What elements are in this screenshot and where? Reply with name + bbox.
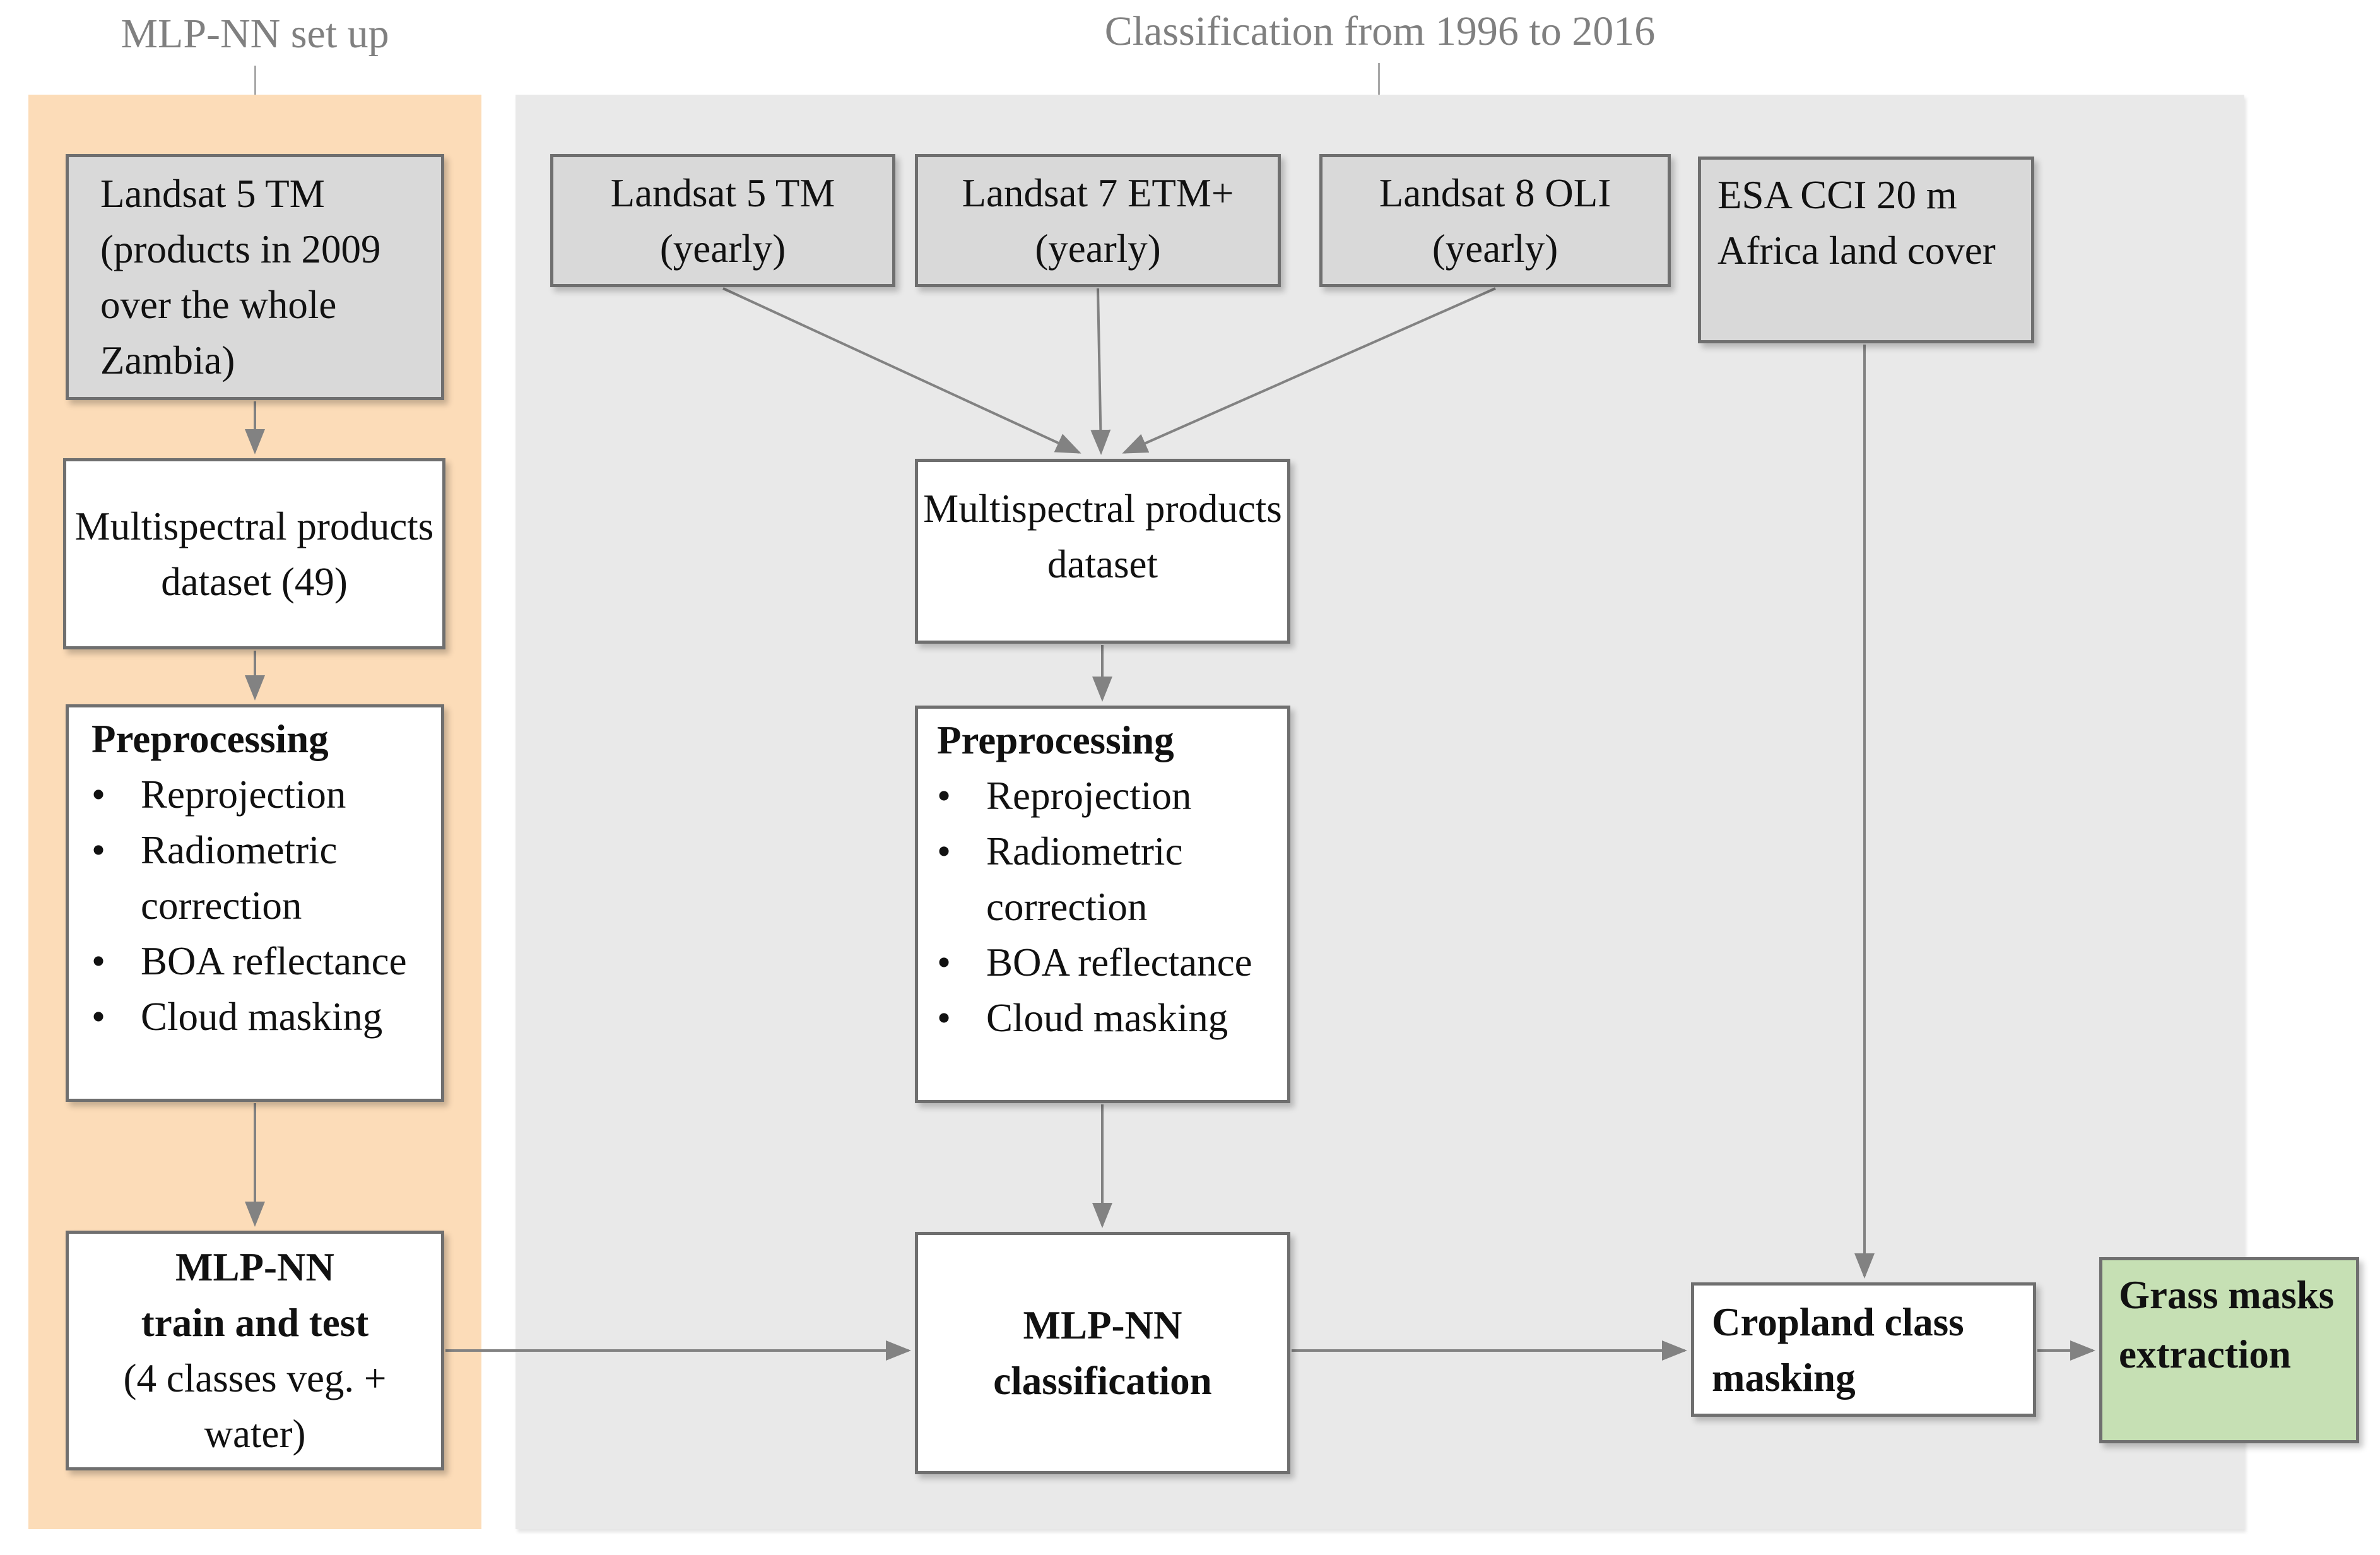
list-item-label: Cloud masking bbox=[141, 995, 383, 1039]
bullet-icon: • bbox=[937, 996, 951, 1040]
list-item-label: Radiometric correction bbox=[141, 828, 338, 928]
list-item: • Radiometric correction bbox=[91, 822, 435, 933]
list-item: • Cloud masking bbox=[937, 990, 1281, 1046]
preprocessing-title: Preprocessing bbox=[937, 718, 1174, 762]
list-item: • Radiometric correction bbox=[937, 824, 1281, 935]
node-mlp-nn-train-test: MLP-NN train and test (4 classes veg. + … bbox=[66, 1231, 444, 1470]
list-item-label: Radiometric correction bbox=[986, 829, 1183, 929]
node-cropland-class-masking: Cropland class masking bbox=[1691, 1282, 2036, 1417]
bullet-icon: • bbox=[937, 829, 951, 873]
node-preprocessing-setup: Preprocessing • Reprojection • Radiometr… bbox=[66, 704, 444, 1102]
section-title-classification: Classification from 1996 to 2016 bbox=[1104, 8, 1656, 54]
list-item: • BOA reflectance bbox=[91, 933, 435, 989]
node-landsat5-2009: Landsat 5 TM (products in 2009 over the … bbox=[66, 154, 444, 400]
classification-line1: MLP-NN bbox=[1023, 1303, 1182, 1347]
node-landsat7-yearly: Landsat 7 ETM+ (yearly) bbox=[915, 154, 1281, 287]
title-connector-left bbox=[254, 66, 256, 95]
bullet-icon: • bbox=[937, 940, 951, 984]
node-mlp-nn-classification: MLP-NN classification bbox=[915, 1232, 1290, 1474]
list-item-label: Reprojection bbox=[986, 774, 1192, 818]
title-connector-right bbox=[1378, 63, 1380, 95]
node-multispectral-dataset: Multispectral products dataset bbox=[915, 459, 1290, 644]
node-landsat8-yearly: Landsat 8 OLI (yearly) bbox=[1319, 154, 1671, 287]
node-esa-cci-landcover: ESA CCI 20 m Africa land cover bbox=[1698, 157, 2034, 343]
list-item: • Cloud masking bbox=[91, 989, 435, 1044]
node-grass-masks-extraction: Grass masks extraction bbox=[2099, 1257, 2359, 1443]
classification-line2: classification bbox=[993, 1359, 1212, 1403]
node-multispectral-dataset-49: Multispectral products dataset (49) bbox=[63, 458, 445, 649]
list-item: • BOA reflectance bbox=[937, 935, 1281, 990]
preprocessing-title: Preprocessing bbox=[91, 717, 329, 761]
section-title-mlp-nn-setup: MLP-NN set up bbox=[121, 11, 389, 57]
bullet-icon: • bbox=[937, 774, 951, 818]
train-line2: train and test bbox=[141, 1301, 369, 1345]
bullet-icon: • bbox=[91, 828, 106, 872]
list-item: • Reprojection bbox=[937, 768, 1281, 824]
train-line1: MLP-NN bbox=[175, 1245, 334, 1289]
bullet-icon: • bbox=[91, 939, 106, 983]
bullet-icon: • bbox=[91, 772, 106, 817]
list-item: • Reprojection bbox=[91, 767, 435, 822]
list-item-label: Reprojection bbox=[141, 772, 346, 817]
bullet-icon: • bbox=[91, 995, 106, 1039]
list-item-label: Cloud masking bbox=[986, 996, 1228, 1040]
train-line3: (4 classes veg. + water) bbox=[123, 1356, 387, 1456]
node-preprocessing-classification: Preprocessing • Reprojection • Radiometr… bbox=[915, 706, 1290, 1103]
list-item-label: BOA reflectance bbox=[141, 939, 407, 983]
node-landsat5-yearly: Landsat 5 TM (yearly) bbox=[550, 154, 895, 287]
list-item-label: BOA reflectance bbox=[986, 940, 1252, 984]
